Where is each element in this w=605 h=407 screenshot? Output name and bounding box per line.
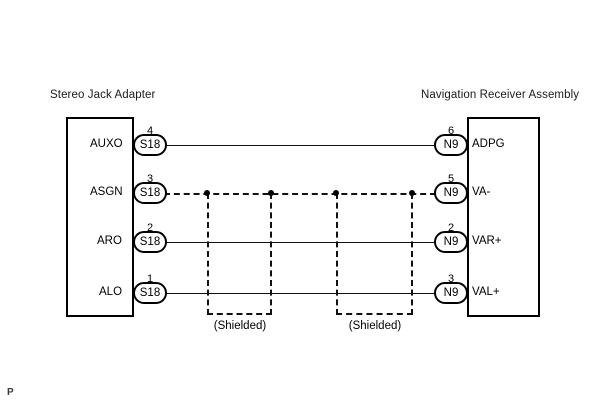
right-pin-number-2: 2 — [447, 222, 455, 234]
wire-asgn-va-minus — [164, 193, 436, 195]
junction-dot-3 — [333, 190, 339, 196]
left-pin-oval-s18-1[interactable]: S18 — [133, 282, 167, 304]
right-pin-signal-va-minus: VA- — [472, 186, 491, 198]
right-pin-number-6: 6 — [447, 125, 455, 137]
left-pin-oval-s18-3[interactable]: S18 — [133, 182, 167, 204]
right-pin-signal-adpg: ADPG — [472, 138, 505, 150]
shield-label-1: (Shielded) — [213, 320, 267, 332]
right-pin-number-3: 3 — [447, 273, 455, 285]
junction-dot-1 — [204, 190, 210, 196]
left-pin-oval-s18-4[interactable]: S18 — [133, 134, 167, 156]
shield-box-2 — [336, 193, 413, 315]
junction-dot-2 — [268, 190, 274, 196]
right-pin-oval-n9-2[interactable]: N9 — [434, 231, 468, 253]
shield-label-2: (Shielded) — [348, 320, 402, 332]
right-connector-title: Navigation Receiver Assembly — [421, 89, 580, 101]
wire-aro-varplus — [164, 242, 436, 243]
right-pin-oval-n9-5[interactable]: N9 — [434, 182, 468, 204]
right-pin-signal-varplus: VAR+ — [472, 235, 502, 247]
footer-mark: P — [7, 387, 14, 398]
left-pin-number-4: 4 — [146, 125, 154, 137]
left-connector-title: Stereo Jack Adapter — [50, 89, 156, 101]
right-pin-oval-n9-3[interactable]: N9 — [434, 282, 468, 304]
left-pin-oval-s18-2[interactable]: S18 — [133, 231, 167, 253]
left-pin-signal-asgn: ASGN — [90, 186, 123, 198]
left-pin-signal-alo: ALO — [99, 286, 123, 298]
left-pin-number-2: 2 — [146, 222, 154, 234]
left-pin-signal-auxo: AUXO — [90, 138, 123, 150]
right-pin-signal-valplus: VAL+ — [472, 286, 500, 298]
right-pin-number-5: 5 — [447, 173, 455, 185]
left-pin-signal-aro: ARO — [97, 235, 122, 247]
junction-dot-4 — [409, 190, 415, 196]
wire-auxo-adpg — [164, 145, 436, 146]
left-pin-number-1: 1 — [146, 273, 154, 285]
right-connector-body — [467, 117, 540, 317]
wire-alo-valplus — [164, 293, 436, 294]
left-connector-body — [66, 117, 134, 317]
left-pin-number-3: 3 — [146, 173, 154, 185]
shield-box-1 — [207, 193, 272, 315]
right-pin-oval-n9-6[interactable]: N9 — [434, 134, 468, 156]
